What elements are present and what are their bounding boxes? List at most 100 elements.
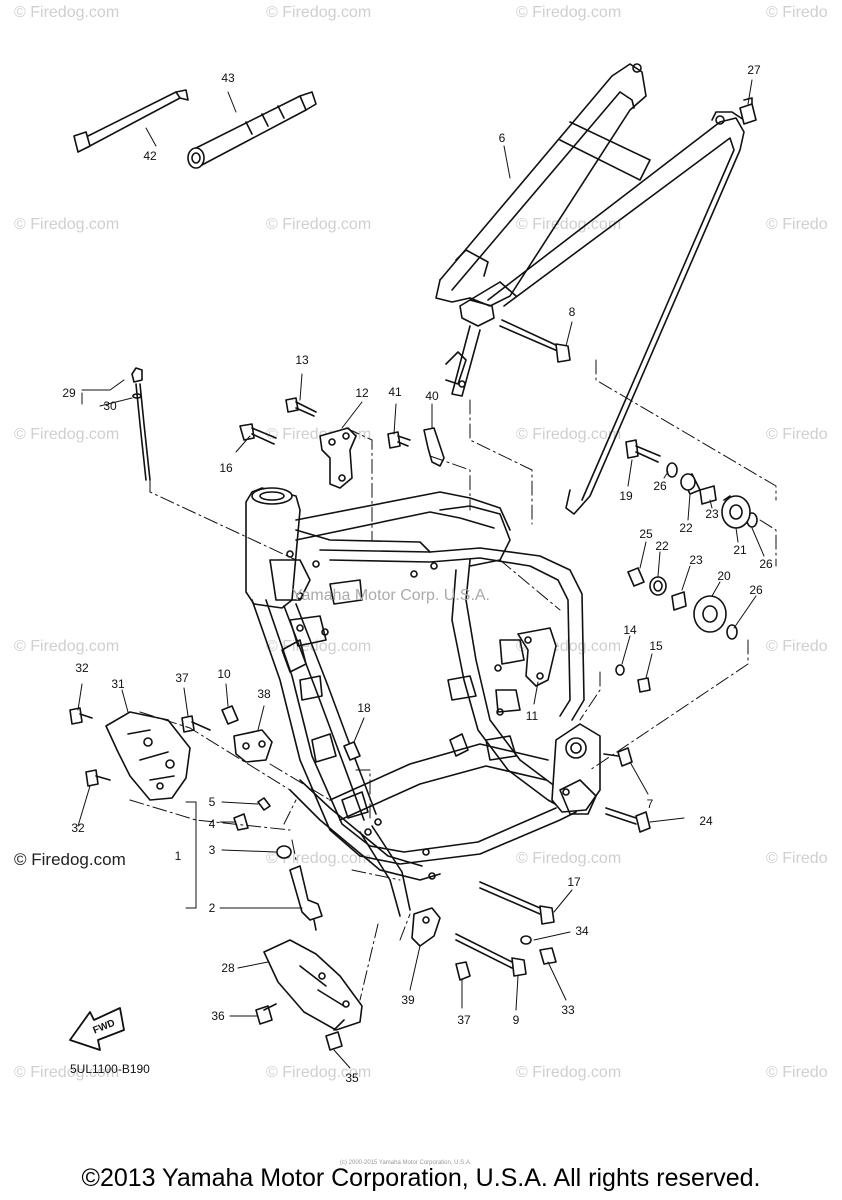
watermark: © Firedog.com <box>14 426 120 443</box>
callout-26-c: 26 <box>749 583 763 597</box>
callout-25: 25 <box>639 527 653 541</box>
callout-41: 41 <box>388 385 402 399</box>
callout-26-b: 26 <box>759 557 773 571</box>
bolt-33-part <box>539 947 557 965</box>
callout-33: 33 <box>561 1003 575 1017</box>
bolt-37b-part <box>455 961 471 981</box>
callout-17: 17 <box>567 875 581 889</box>
long-bolt-part <box>499 319 571 363</box>
watermark: © Firedog.com <box>516 426 622 443</box>
copyright-footer: ©2013 Yamaha Motor Corporation, U.S.A. A… <box>81 1164 761 1192</box>
clip-40-part <box>423 427 445 467</box>
guard-31-part <box>105 711 191 801</box>
stopper-part <box>739 97 757 125</box>
callout-18: 18 <box>357 701 371 715</box>
callout-23-a: 23 <box>705 507 719 521</box>
callout-23-b: 23 <box>689 553 703 567</box>
callout-31: 31 <box>111 677 125 691</box>
mount-21-part <box>721 495 751 529</box>
bracket-38-part <box>233 729 273 763</box>
bolt-17-part <box>479 881 555 925</box>
bolt-19-part <box>625 439 661 463</box>
callout-29: 29 <box>62 386 76 400</box>
drain-bolt-parts <box>233 797 323 931</box>
callout-9: 9 <box>512 1013 520 1027</box>
washer-34-part <box>520 935 532 945</box>
bolt-7-part <box>603 747 633 767</box>
watermark: © Firedo <box>766 850 828 867</box>
callout-40: 40 <box>425 389 439 403</box>
watermark: © Firedog.com <box>516 850 622 867</box>
bolt-32-part <box>69 707 111 787</box>
callout-10: 10 <box>217 667 231 681</box>
watermark: © Firedog.com <box>266 638 372 655</box>
watermark: © Firedo <box>766 426 828 443</box>
callout-30: 30 <box>103 399 117 413</box>
callout-42: 42 <box>143 149 157 163</box>
callout-6: 6 <box>498 131 506 145</box>
callout-32-a: 32 <box>75 661 89 675</box>
watermark: © Firedo <box>766 4 828 21</box>
callout-28: 28 <box>221 961 235 975</box>
washer-14-nut-15-part <box>615 664 651 693</box>
callout-15: 15 <box>649 639 663 653</box>
callout-22-b: 22 <box>655 539 669 553</box>
callout-1: 1 <box>174 849 182 863</box>
leader-lines <box>77 79 765 1069</box>
watermark: © Firedog.com <box>14 4 120 21</box>
nut-25-part <box>627 567 645 587</box>
engine-bracket-12-part <box>319 427 357 489</box>
callout-26-a: 26 <box>653 479 667 493</box>
skid-plate-28-part <box>263 939 363 1031</box>
watermark: © Firedog.com <box>14 1064 120 1081</box>
callout-19: 19 <box>619 489 633 503</box>
sub-frame-part <box>435 63 745 515</box>
fwd-arrow-icon: FWD <box>69 1007 125 1051</box>
bolt-9-part <box>455 933 527 977</box>
nut-10-part <box>221 705 239 725</box>
watermark: © Firedo <box>766 638 828 655</box>
callout-37-a: 37 <box>175 671 189 685</box>
callout-8: 8 <box>568 305 576 319</box>
watermark: © Firedog.com <box>516 4 622 21</box>
fine-print: (c) 2000-2015 Yamaha Motor Corporation, … <box>340 1160 472 1166</box>
callout-22-a: 22 <box>679 521 693 535</box>
assembly-dashed-lines <box>129 359 777 1001</box>
callout-7: 7 <box>646 797 654 811</box>
callout-34: 34 <box>575 924 589 938</box>
watermark: © Firedog.com <box>516 1064 622 1081</box>
bolt-35-part <box>325 1019 345 1051</box>
callout-2: 2 <box>208 901 216 915</box>
watermark: © Firedog.com <box>266 850 372 867</box>
strong-watermark: © Firedog.com <box>14 850 126 869</box>
diagram-code: 5UL1100-B190 <box>70 1062 150 1076</box>
callout-20: 20 <box>717 569 731 583</box>
watermark: © Firedo <box>766 216 828 233</box>
callout-12: 12 <box>355 386 369 400</box>
bolt-24-part <box>605 807 651 833</box>
watermark: © Firedog.com <box>266 216 372 233</box>
bracket-11-part <box>517 627 557 687</box>
callout-3: 3 <box>208 843 216 857</box>
callout-36: 36 <box>211 1009 225 1023</box>
socket-wrench-part <box>187 91 317 169</box>
main-frame-part <box>245 487 601 917</box>
watermark: © Firedo <box>766 1064 828 1081</box>
callout-35: 35 <box>345 1071 359 1085</box>
callout-27: 27 <box>747 63 761 77</box>
bracket-39-part <box>411 907 441 947</box>
callout-32-b: 32 <box>71 821 85 835</box>
inline-watermark: Yamaha Motor Corp. U.S.A. <box>292 587 490 604</box>
bolt-13-part <box>285 397 317 417</box>
callout-11: 11 <box>525 709 539 723</box>
callout-39: 39 <box>401 993 415 1007</box>
callout-21: 21 <box>733 543 747 557</box>
callout-37-b: 37 <box>457 1013 471 1027</box>
callout-5: 5 <box>208 795 216 809</box>
callout-14: 14 <box>623 623 637 637</box>
callout-13: 13 <box>295 353 309 367</box>
spoke-wrench-part <box>73 89 189 153</box>
watermark: © Firedog.com <box>14 216 120 233</box>
watermark: © Firedog.com <box>266 1064 372 1081</box>
